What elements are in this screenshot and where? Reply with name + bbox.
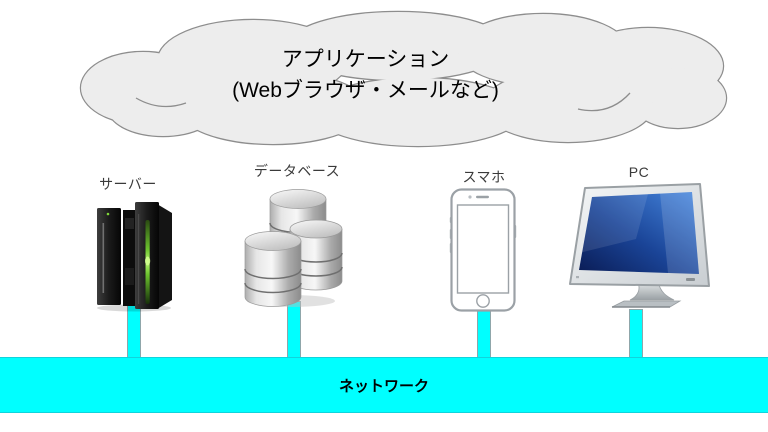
database-cylinders-icon [244,189,343,307]
pc-device [568,181,723,321]
server-device [95,200,173,317]
application-cloud: アプリケーション (Webブラウザ・メールなど) [78,8,728,148]
cloud-shape-icon [79,10,728,148]
desktop-monitor-icon [569,183,710,308]
database-device [243,185,343,315]
network-bar: ネットワーク [0,357,768,413]
server-tower-icon [97,202,172,312]
cloud-label-line1: アプリケーション [281,48,450,71]
smartphone-icon [449,188,517,312]
server-label: サーバー [99,176,157,192]
cloud-label-line2: (Webブラウザ・メールなど) [232,79,499,102]
smartphone-label: スマホ [462,169,506,185]
smartphone-device [449,187,517,319]
pc-label: PC [628,164,650,180]
database-label: データベース [253,163,341,179]
cloud-label: アプリケーション (Webブラウザ・メールなど) [78,44,653,106]
network-label: ネットワーク [338,377,429,395]
